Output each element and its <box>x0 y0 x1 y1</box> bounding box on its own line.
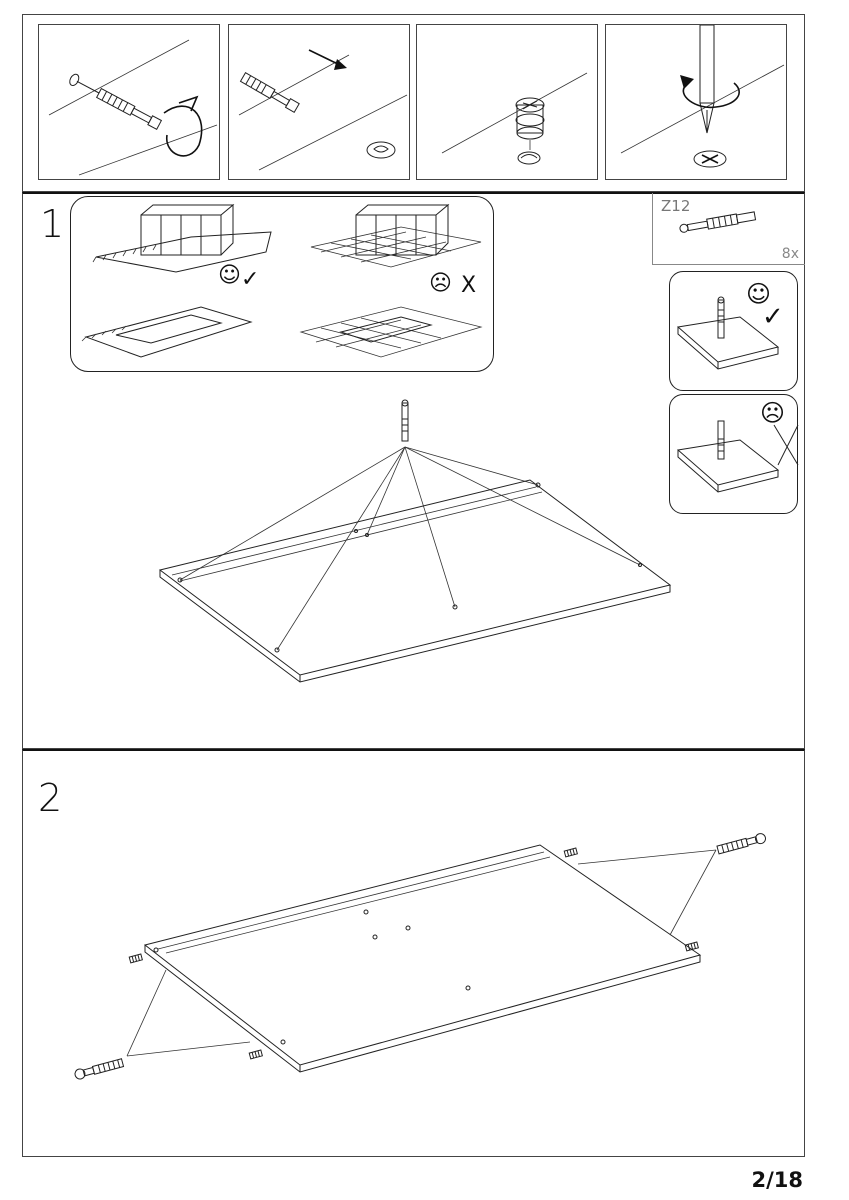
work-surface-illustration <box>81 203 483 358</box>
checkmark-icon: ✓ <box>762 302 784 332</box>
good-face-icon: ☺ <box>218 263 241 288</box>
step-2-section <box>22 749 805 1157</box>
part-z12-box: Z12 8x <box>652 193 805 265</box>
part-quantity: 8x <box>781 246 799 262</box>
good-face-icon: ☺ <box>746 280 772 308</box>
work-surface-advice-panel: ☺ ✓ ☹ X <box>70 196 494 372</box>
wrong-dowel-example: ☹ <box>669 394 799 514</box>
step-number: 2 <box>38 776 63 820</box>
correct-dowel-example: ☺ ✓ <box>669 271 798 391</box>
cam-step-panel-1 <box>38 24 220 180</box>
page-number: 2/18 <box>751 1168 803 1192</box>
panel-with-dowels-illustration <box>158 399 672 683</box>
cross-icon: X <box>461 273 477 298</box>
cam-step-panel-3 <box>416 24 598 180</box>
screw-in-dowel-illustration <box>48 39 218 176</box>
dowel-upright-illustration <box>676 296 780 370</box>
bad-face-icon: ☹ <box>429 271 452 296</box>
checkmark-icon: ✓ <box>241 267 260 292</box>
tighten-cam-illustration <box>620 24 785 168</box>
part-code: Z12 <box>661 197 691 215</box>
step-number: 1 <box>40 202 65 246</box>
cam-step-panel-2 <box>228 24 410 180</box>
bad-face-icon: ☹ <box>760 399 786 427</box>
dowel-upside-down-illustration <box>676 420 799 493</box>
insert-cam-illustration <box>441 72 588 165</box>
panel-with-cam-screws-illustration <box>74 833 767 1080</box>
insert-dowel-illustration <box>238 49 408 171</box>
cam-dowel-icon <box>679 211 757 233</box>
cam-step-panel-4 <box>605 24 787 180</box>
